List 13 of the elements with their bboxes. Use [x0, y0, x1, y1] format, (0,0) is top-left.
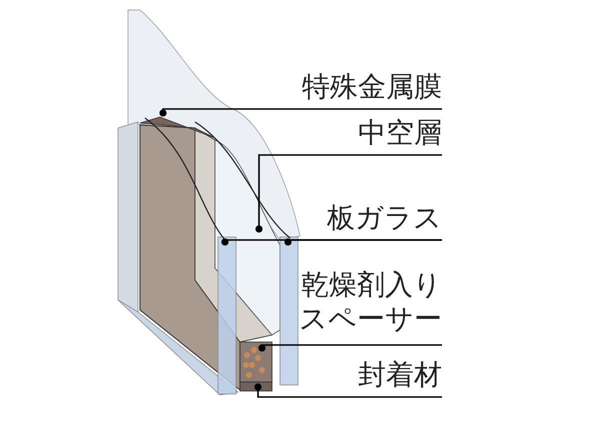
part-label: 封着材	[357, 358, 442, 392]
part-label: 特殊金属膜	[301, 70, 442, 104]
part-label: 乾燥剤入りスペーサー	[298, 268, 442, 336]
glass-pane	[280, 236, 298, 386]
glass-pane	[218, 236, 236, 394]
part-label: 板ガラス	[326, 201, 442, 235]
leader-line	[255, 154, 442, 233]
leader-line	[159, 108, 442, 117]
leader-line	[254, 383, 442, 398]
part-label: 中空層	[357, 116, 442, 150]
desiccant-spacer	[240, 342, 272, 382]
leader-line	[284, 238, 442, 246]
leader-line	[258, 344, 442, 352]
